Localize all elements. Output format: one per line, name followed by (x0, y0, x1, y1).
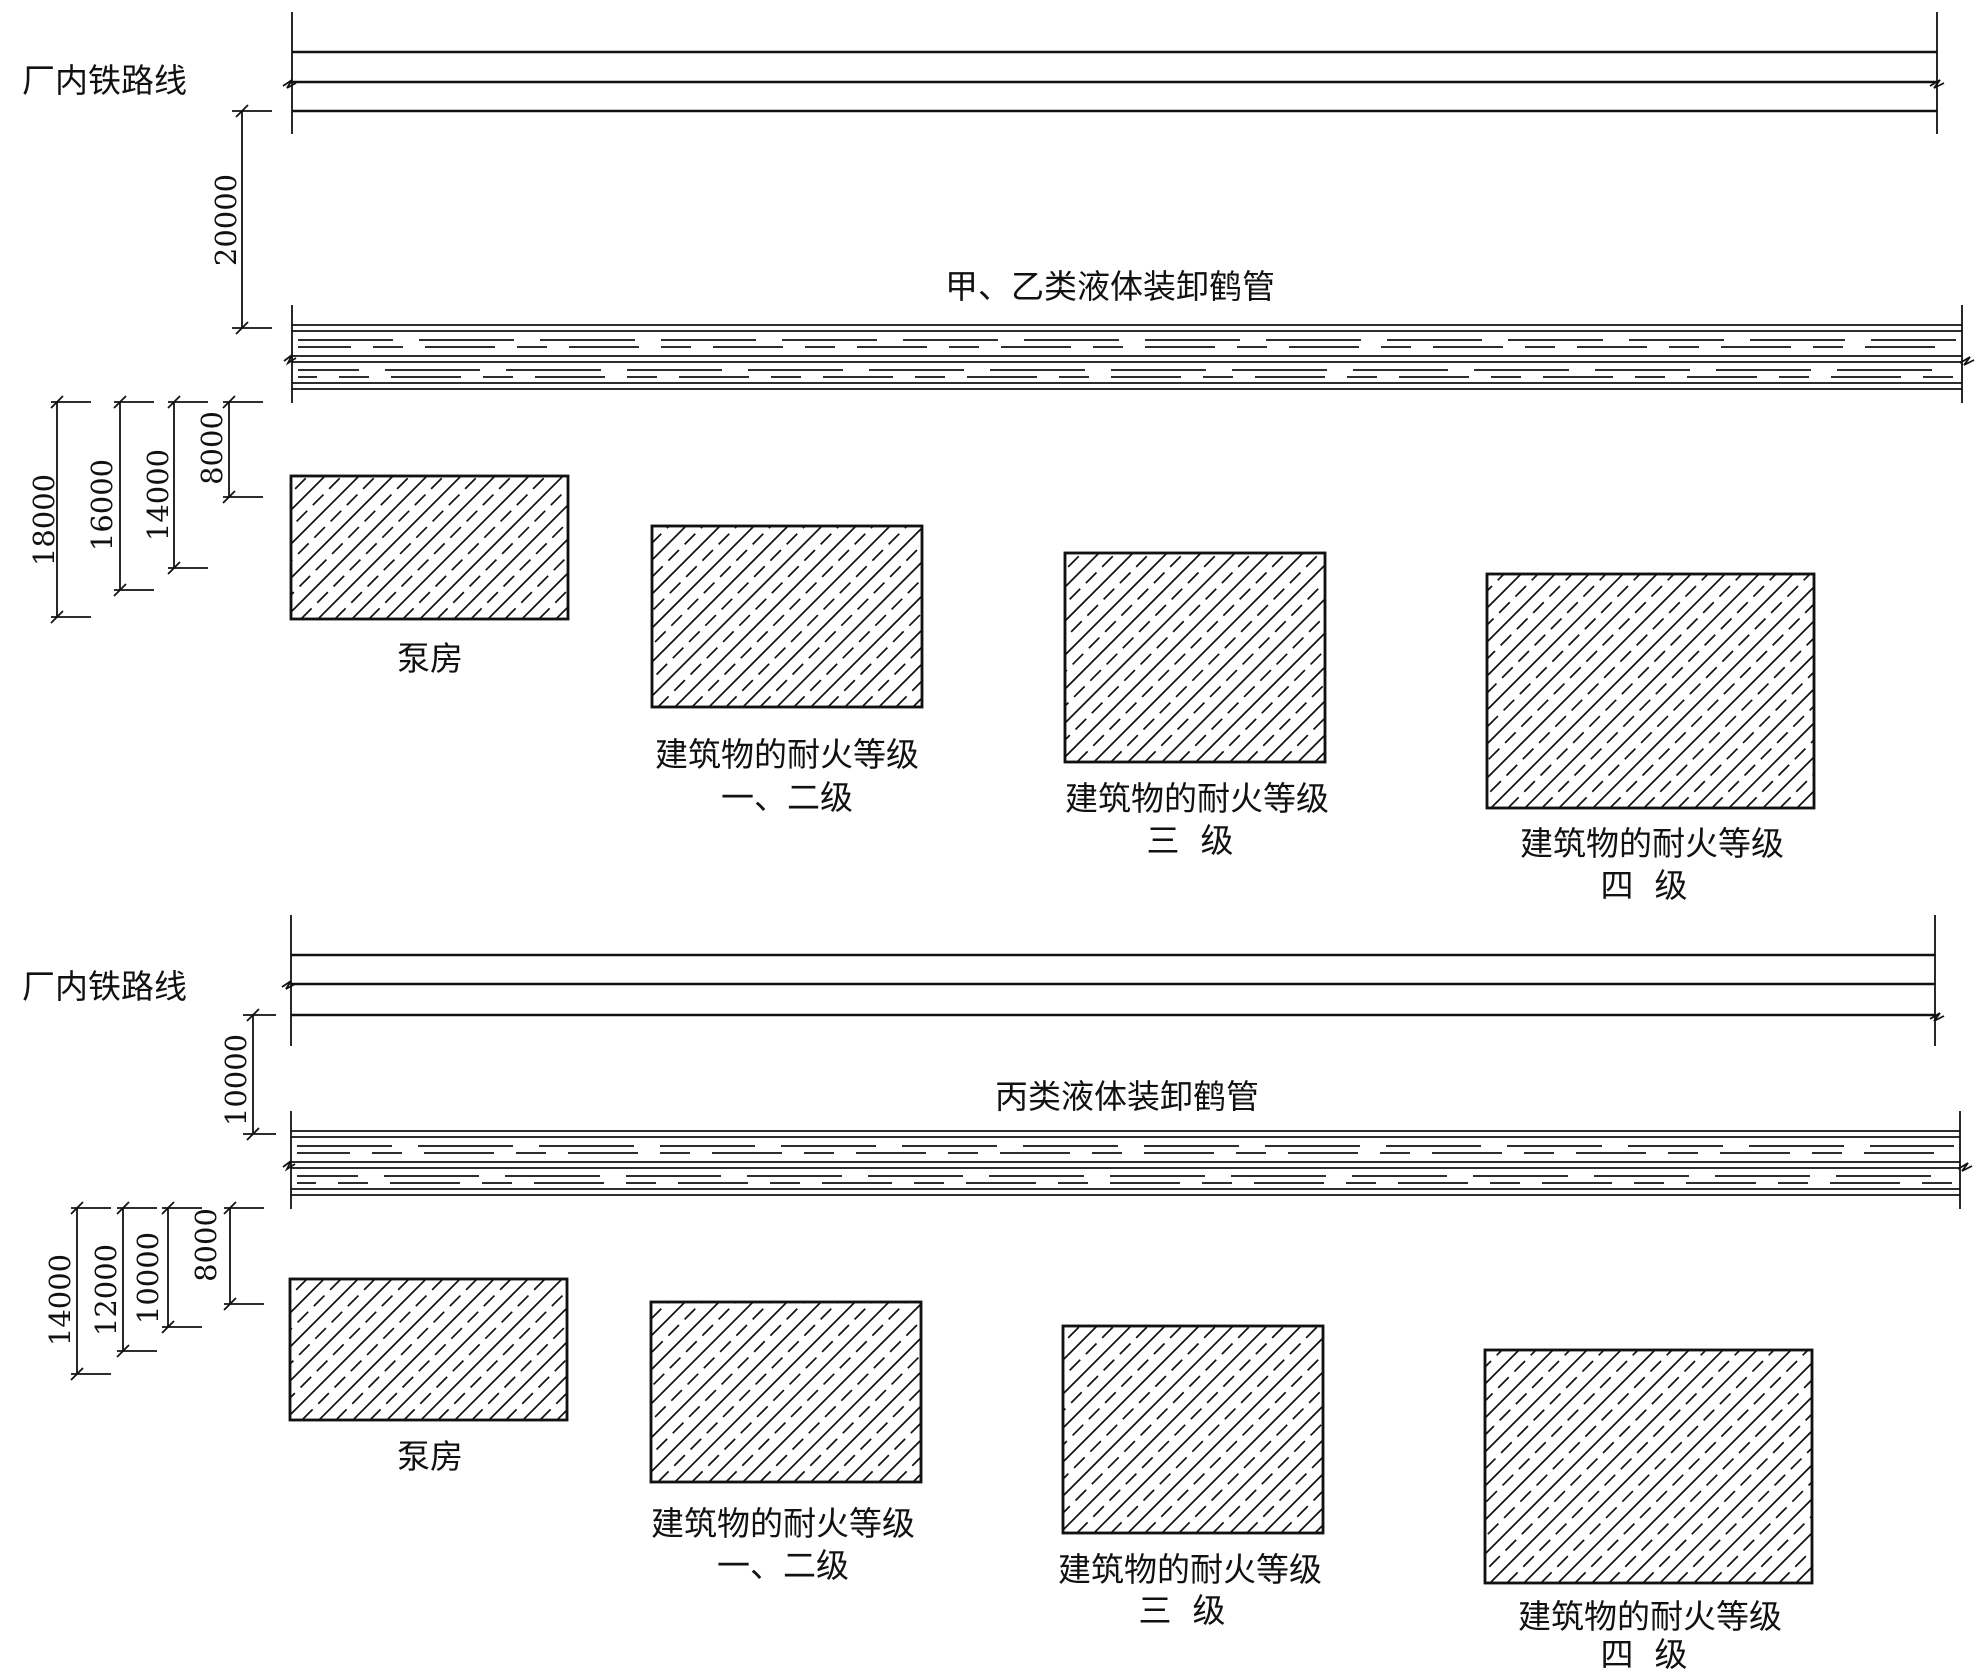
distance-dimensions-top: 18000 16000 14000 8000 (27, 395, 263, 624)
distance-value-bottom-4: 8000 (189, 1208, 223, 1282)
panel-bottom: 厂内铁路线 10000 丙类液体装卸鹤管 14000 12000 10000 8… (22, 915, 1973, 1673)
building-grade-3-top (1063, 551, 1327, 764)
pump-house-label-top: 泵房 (397, 639, 463, 678)
grade-1-2-bottom: 一、二级 (717, 1546, 849, 1585)
railway-track-bottom (281, 915, 1945, 1046)
grade-3-top: 三 级 (1147, 821, 1234, 860)
panel-top: 厂内铁路线 20000 甲、乙类液体装卸鹤管 18000 16000 14000… (22, 12, 1975, 905)
building-grade-4-bottom (1483, 1348, 1814, 1585)
crane-pipe-band-top (283, 305, 1975, 403)
building-grade-3-bottom (1061, 1324, 1325, 1535)
distance-dimensions-bottom: 14000 12000 10000 8000 (43, 1201, 264, 1381)
building-label-grade-3-top: 建筑物的耐火等级 (1065, 779, 1329, 818)
grade-4-bottom: 四 级 (1601, 1635, 1688, 1673)
railway-track-top (282, 12, 1945, 134)
grade-3-bottom: 三 级 (1139, 1591, 1226, 1630)
building-label-grade-4-top: 建筑物的耐火等级 (1520, 824, 1784, 863)
building-grade-1-2-top (650, 524, 924, 709)
distance-value-top-3: 14000 (141, 449, 175, 541)
building-label-grade-1-2-top: 建筑物的耐火等级 (655, 735, 919, 774)
distance-value-top-4: 8000 (195, 411, 229, 485)
distance-value-bottom-3: 10000 (131, 1232, 165, 1324)
grade-1-2-top: 一、二级 (721, 778, 853, 817)
building-label-grade-4-bottom: 建筑物的耐火等级 (1518, 1597, 1782, 1636)
building-grade-1-2-bottom (649, 1300, 923, 1484)
building-label-grade-1-2-bottom: 建筑物的耐火等级 (651, 1504, 915, 1543)
pump-house-label-bottom: 泵房 (397, 1437, 463, 1476)
distance-value-bottom-2: 12000 (89, 1244, 123, 1336)
rail-distance-value-top: 20000 (209, 174, 243, 266)
distance-value-bottom-1: 14000 (43, 1254, 77, 1346)
rail-distance-value-bottom: 10000 (219, 1034, 253, 1126)
crane-label-bottom: 丙类液体装卸鹤管 (995, 1077, 1259, 1116)
crane-label-top: 甲、乙类液体装卸鹤管 (945, 267, 1275, 306)
crane-pipe-band-bottom (282, 1111, 1973, 1209)
rail-distance-dimension-top: 20000 (209, 104, 272, 335)
pump-house-bottom (288, 1277, 569, 1422)
grade-4-top: 四 级 (1601, 866, 1688, 905)
rail-distance-dimension-bottom: 10000 (219, 1008, 276, 1141)
building-label-grade-3-bottom: 建筑物的耐火等级 (1058, 1550, 1322, 1589)
railway-label-bottom: 厂内铁路线 (22, 967, 187, 1006)
railway-label-top: 厂内铁路线 (22, 61, 187, 100)
distance-value-top-2: 16000 (85, 459, 119, 551)
distance-value-top-1: 18000 (27, 474, 61, 566)
pump-house-top (289, 474, 570, 621)
building-grade-4-top (1485, 572, 1816, 810)
